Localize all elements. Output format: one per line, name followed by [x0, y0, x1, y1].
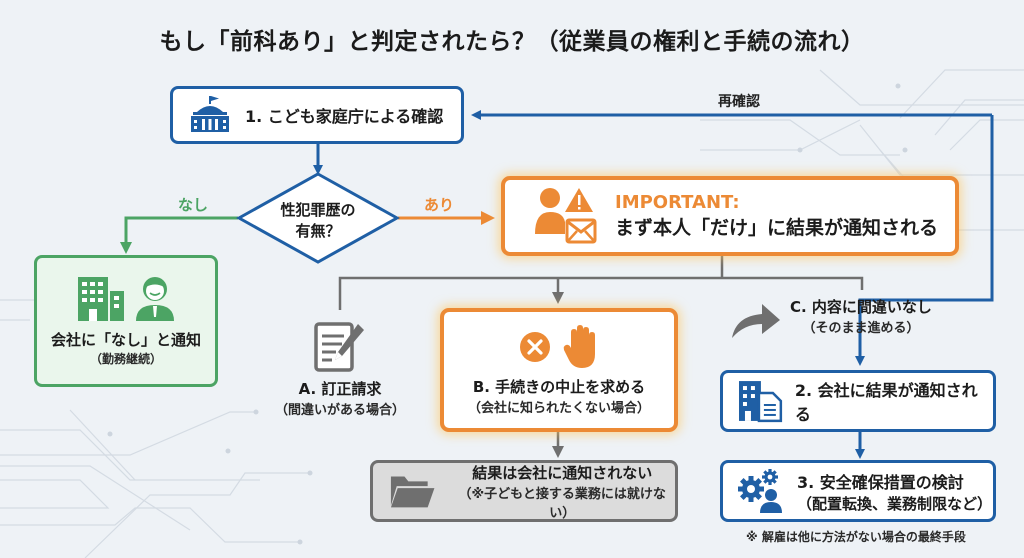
no-record-box: 会社に「なし」と通知 （勤務継続） — [34, 255, 218, 387]
folder-icon — [390, 476, 435, 508]
option-b-sub: （会社に知られたくない場合） — [467, 401, 650, 416]
important-heading: IMPORTANT: — [615, 192, 740, 213]
no-record-label: 会社に「なし」と通知 — [50, 331, 201, 349]
not-notified-box: 結果は会社に通知されない （※子どもと接する業務には就けない） — [370, 460, 678, 522]
forward-arrow-icon — [732, 304, 780, 338]
option-b-box: B. 手続きの中止を求める （会社に知られたくない場合） — [440, 308, 678, 432]
no-record-sub: （勤務継続） — [89, 352, 162, 366]
decision-line2: 有無？ — [295, 222, 341, 240]
step1-label: 1. こども家庭庁による確認 — [245, 107, 444, 126]
option-a-sub: （間違いがある場合） — [274, 403, 405, 418]
important-box: IMPORTANT: まず本人「だけ」に結果が通知される — [501, 176, 959, 256]
important-label: まず本人「だけ」に結果が通知される — [615, 217, 939, 239]
option-a-label: A. 訂正請求 — [298, 380, 382, 398]
option-b-label: B. 手続きの中止を求める — [472, 378, 646, 396]
company-document-icon — [738, 381, 783, 423]
decision-diamond — [236, 172, 400, 264]
option-a: A. 訂正請求 （間違いがある場合） — [260, 320, 420, 418]
decision-text: 性犯罪歴の 有無？ — [236, 199, 400, 241]
recheck-label: 再確認 — [718, 94, 760, 110]
not-notified-label: 結果は会社に通知されない — [472, 463, 653, 482]
option-c-sub: （そのまま進める） — [802, 321, 920, 336]
not-notified-sub: （※子どもと接する業務には就けない） — [458, 486, 666, 521]
page-title: もし「前科あり」と判定されたら？（従業員の権利と手続の流れ） — [159, 29, 865, 55]
step1-box: 1. こども家庭庁による確認 — [170, 86, 464, 144]
office-building-icon — [78, 277, 124, 321]
gears-person-icon — [738, 469, 782, 513]
decision-line1: 性犯罪歴の — [280, 201, 356, 219]
branch-none-label: なし — [178, 196, 209, 214]
employee-icon — [136, 277, 174, 321]
person-warning-mail-icon — [535, 188, 597, 244]
government-building-icon — [191, 96, 229, 132]
option-c: C. 内容に間違いなし （そのまま進める） — [730, 292, 932, 340]
step3-label: 3. 安全確保措置の検討 — [797, 472, 964, 492]
step2-label: 2. 会社に結果が通知される — [794, 381, 978, 424]
step3-sub: （配置転換、業務制限など） — [797, 494, 993, 513]
step3-box: 3. 安全確保措置の検討 （配置転換、業務制限など） — [720, 460, 996, 522]
step2-box: 2. 会社に結果が通知される — [720, 370, 996, 432]
branch-yes-label: あり — [424, 196, 455, 214]
cancel-icon — [520, 332, 550, 362]
option-c-label: C. 内容に間違いなし — [790, 298, 932, 316]
document-edit-icon — [314, 322, 364, 372]
footnote: ※ 解雇は他に方法がない場合の最終手段 — [746, 530, 966, 544]
stop-hand-icon — [563, 325, 595, 368]
